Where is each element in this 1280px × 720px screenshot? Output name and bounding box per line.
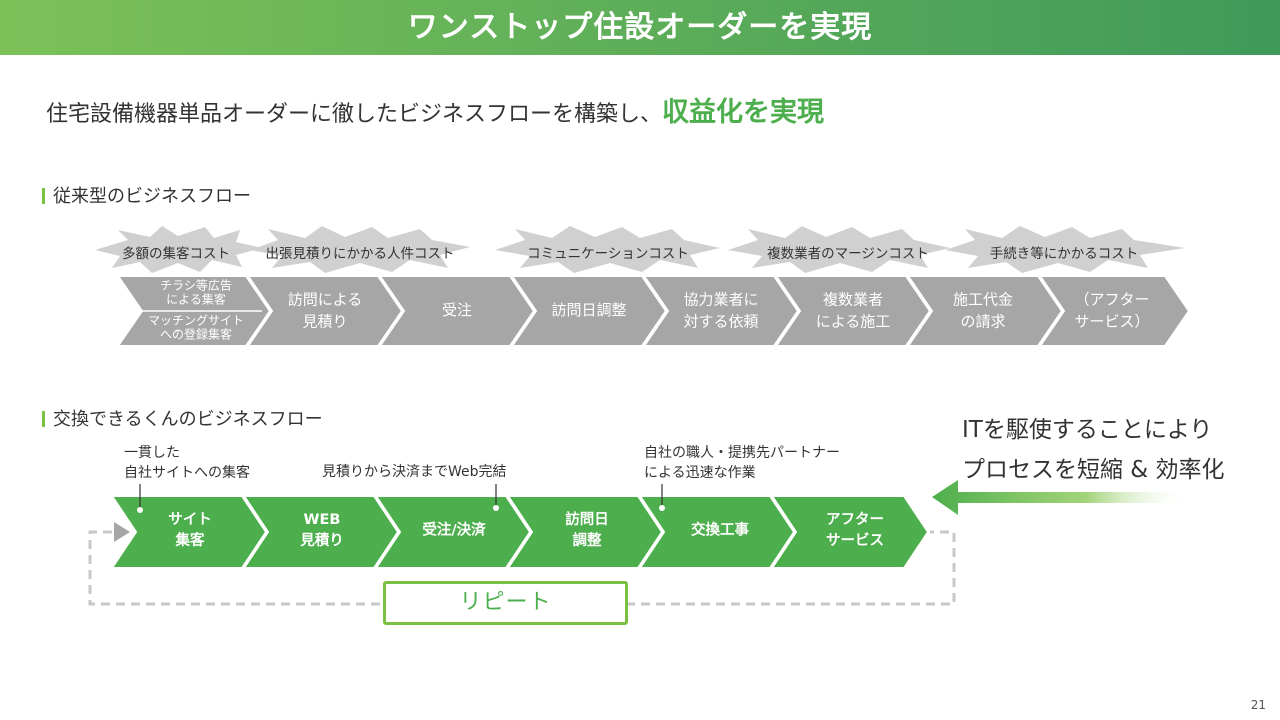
label-line: 見積り [300,533,344,549]
page-title: ワンストップ住設オーダーを実現 [407,10,873,45]
header-bar [0,0,1280,55]
traditional-section-title: 従来型のビジネスフロー [42,182,251,208]
gray-chevron [906,275,1064,347]
gray-step-label: （アフターサービス） [1074,289,1149,333]
note-web: 見積りから決済までWeb完結 [322,464,507,480]
traditional-chevrons [116,275,1191,347]
gray-chevron [774,275,932,347]
repeat-arrowhead [114,522,130,542]
gray-first-upper-label: チラシ等広告による集客 [160,279,232,308]
note-dot [493,505,499,511]
green-chevron [506,495,664,569]
label-line: 受注 [441,301,473,320]
label-line: への登録集客 [159,328,233,342]
label-line: 集客 [175,533,205,549]
label-line: の請求 [960,312,1006,330]
lead-text: 住宅設備機器単品オーダーに徹したビジネスフローを構築し、収益化を実現 [46,90,824,129]
gray-chevron [510,275,668,347]
label-line: 複数業者 [822,290,883,309]
page-number: 21 [1250,698,1266,712]
gray-step-label: 施工代金の請求 [953,289,1013,333]
it-line: プロセスを短縮 & 効率化 [962,457,1225,484]
note-site: 一貫した自社サイトへの集客 [124,443,250,484]
note-line: による迅速な作業 [644,465,756,482]
label-line: 施工代金 [952,290,1014,309]
it-message: ITを駆使することによりプロセスを短縮 & 効率化 [962,410,1225,491]
gray-step-label: 協力業者に対する依頼 [683,289,758,333]
lead-main: 住宅設備機器単品オーダーに徹したビジネスフローを構築し、 [46,102,663,127]
cost-label: コミュニケーションコスト [527,246,689,262]
gray-chevron [1038,275,1191,347]
note-line: 自社の職人・提携先パートナー [644,445,840,461]
traditional-title-text: 従来型のビジネスフロー [53,186,251,207]
label-line: 受注/決済 [422,522,486,539]
lead-highlight: 収益化を実現 [662,97,825,128]
label-line: 協力業者に [683,290,759,309]
gray-chevron [378,275,536,347]
green-step-label: 交換工事 [691,520,749,541]
green-chevron [110,495,268,569]
green-step-label: 訪問日調整 [565,510,609,552]
label-line: 訪問日調整 [551,301,627,320]
label-line: サイト [168,511,212,528]
cost-label: 手続き等にかかるコスト [989,246,1139,262]
green-step-label: WEB 見積り [300,510,344,552]
green-chevron [242,495,400,569]
green-chevron [638,495,796,569]
cost-burst [250,226,470,273]
label-line: サービス [826,533,884,549]
gray-first-lower-label: マッチングサイトへの登録集客 [148,314,244,343]
label-line: サービス） [1074,312,1150,330]
cost-burst [495,226,720,273]
note-line: 一貫した [124,445,180,461]
label-line: 対する依頼 [683,312,759,330]
note-pointers [139,484,663,508]
label-line: 調整 [572,533,602,549]
green-chevron [374,495,532,569]
section-bar [42,188,45,204]
label-line: WEB [303,511,341,528]
note-line: 自社サイトへの集客 [124,465,250,482]
label-line: チラシ等広告 [160,278,232,293]
cost-label: 出張見積りにかかる人件コスト [265,246,455,262]
cost-burst [945,226,1185,273]
gray-step-label: 訪問日調整 [551,300,626,322]
section-bar [42,411,45,427]
cost-label: 複数業者のマージンコスト [767,246,929,262]
cost-bursts [95,226,1185,273]
cost-burst [728,226,950,273]
gray-step-label: 訪問による見積り [288,289,363,333]
green-step-label: アフターサービス [826,510,884,552]
big-arrow-icon [932,480,1190,515]
label-line: 訪問による [287,290,363,309]
label-line: 見積り [302,312,348,330]
green-chevron [770,495,930,569]
gray-chevron [642,275,800,347]
label-line: による施工 [815,312,891,330]
gray-step-label: 複数業者による施工 [816,289,891,333]
note-dot [137,507,143,513]
repeat-box: リピート [383,581,628,625]
green-step-label: サイト集客 [168,510,212,552]
note-craftsmen: 自社の職人・提携先パートナーによる迅速な作業 [644,443,840,484]
kokan-section-title: 交換できるくんのビジネスフロー [42,405,323,431]
cost-label: 多額の集客コスト [122,246,230,262]
kokan-title-text: 交換できるくんのビジネスフロー [53,409,323,430]
label-line: 訪問日 [565,511,609,528]
kokan-chevrons [110,495,930,569]
gray-chevron [246,275,404,347]
label-line: による集客 [166,293,226,307]
it-line: ITを駆使することにより [962,417,1213,443]
label-line: 交換工事 [691,522,749,539]
label-line: マッチングサイト [147,313,245,328]
label-line: アフター [826,511,884,528]
cost-burst [95,226,262,273]
note-dot [659,505,665,511]
gray-step-label: 受注 [442,300,472,322]
green-step-label: 受注/決済 [422,520,485,541]
label-line: （アフター [1074,290,1150,309]
